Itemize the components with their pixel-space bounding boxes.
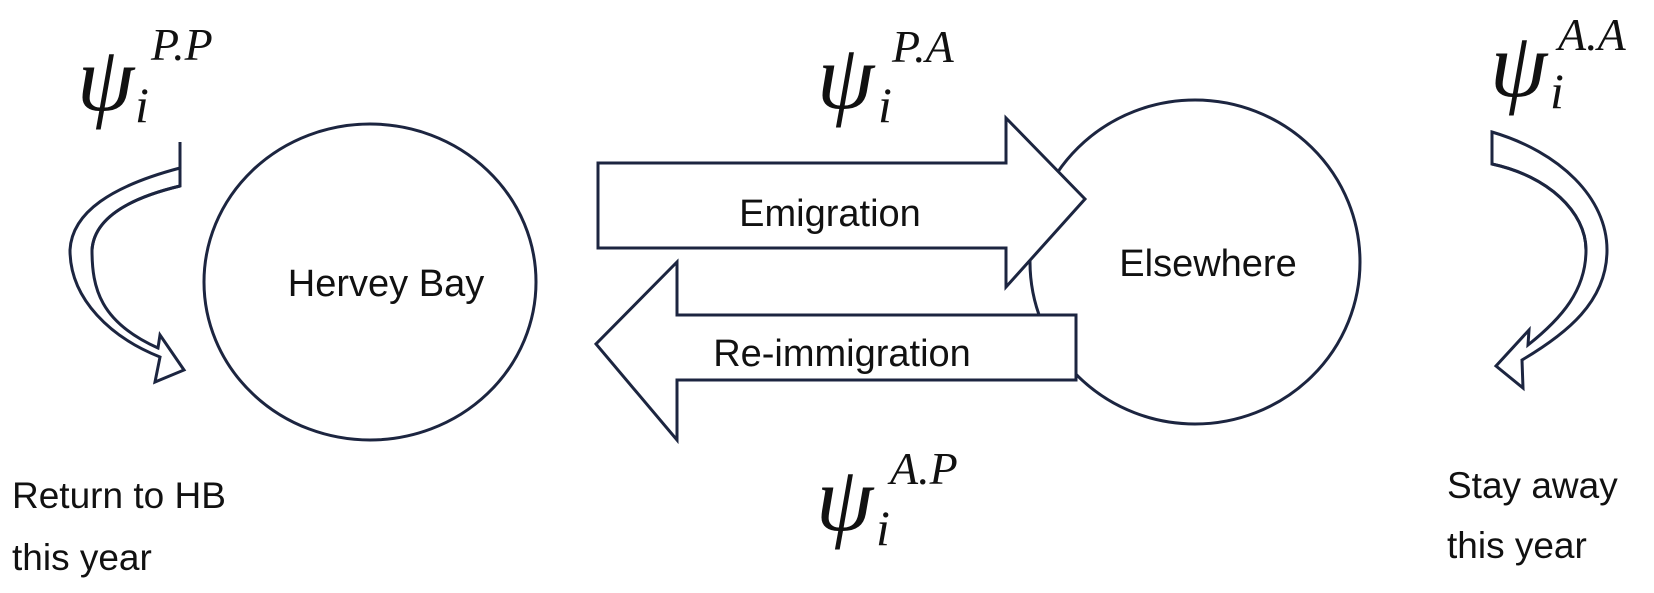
emigration-label: Emigration <box>739 193 921 235</box>
emigration-arrow: Emigration <box>596 114 1088 291</box>
symbol-psi-pp: ψ i P.P <box>77 19 213 133</box>
symbol-psi-ap-subscript: i <box>876 500 890 556</box>
node-hervey-bay-label: Hervey Bay <box>288 263 484 305</box>
symbol-psi-aa-base: ψ <box>1490 14 1549 116</box>
emigration-arrow-shape <box>596 114 1088 291</box>
caption-stay-away: Stay away this year <box>1447 465 1618 566</box>
symbol-psi-pp-subscript: i <box>135 77 149 133</box>
symbol-psi-pa: ψ i P.A <box>817 21 955 133</box>
reimmigration-arrow: Re-immigration <box>593 258 1078 445</box>
symbol-psi-ap-superscript: A.P <box>887 443 958 494</box>
node-hervey-bay-circle <box>202 122 538 442</box>
caption-return: Return to HB this year <box>12 475 226 578</box>
caption-stay-away-line-1: Stay away <box>1447 465 1618 506</box>
reimmigration-arrow-shape <box>593 258 1078 445</box>
symbol-psi-aa: ψ i A.A <box>1490 9 1627 119</box>
node-hervey-bay: Hervey Bay <box>202 122 538 442</box>
caption-return-line-2: this year <box>12 537 152 578</box>
caption-stay-away-line-2: this year <box>1447 525 1587 566</box>
symbol-psi-pp-superscript: P.P <box>150 19 213 70</box>
return-loop-arrow <box>68 142 187 385</box>
stay-away-loop-arrow <box>1490 129 1609 392</box>
symbol-psi-aa-subscript: i <box>1550 63 1564 119</box>
symbol-psi-ap-base: ψ <box>816 448 875 550</box>
stay-away-loop-inner-edge <box>1491 162 1588 251</box>
symbol-psi-ap: ψ i A.P <box>816 443 958 556</box>
node-elsewhere-label: Elsewhere <box>1119 243 1296 285</box>
symbol-psi-aa-superscript: A.A <box>1555 9 1627 60</box>
return-loop-inner-edge <box>90 184 181 251</box>
symbol-psi-pa-base: ψ <box>817 26 876 128</box>
symbol-psi-pa-superscript: P.A <box>891 21 955 72</box>
node-elsewhere: Elsewhere <box>1028 98 1362 426</box>
symbol-psi-pa-subscript: i <box>878 77 892 133</box>
caption-return-line-1: Return to HB <box>12 475 226 516</box>
symbol-psi-pp-base: ψ <box>77 28 136 130</box>
reimmigration-label: Re-immigration <box>713 333 971 375</box>
